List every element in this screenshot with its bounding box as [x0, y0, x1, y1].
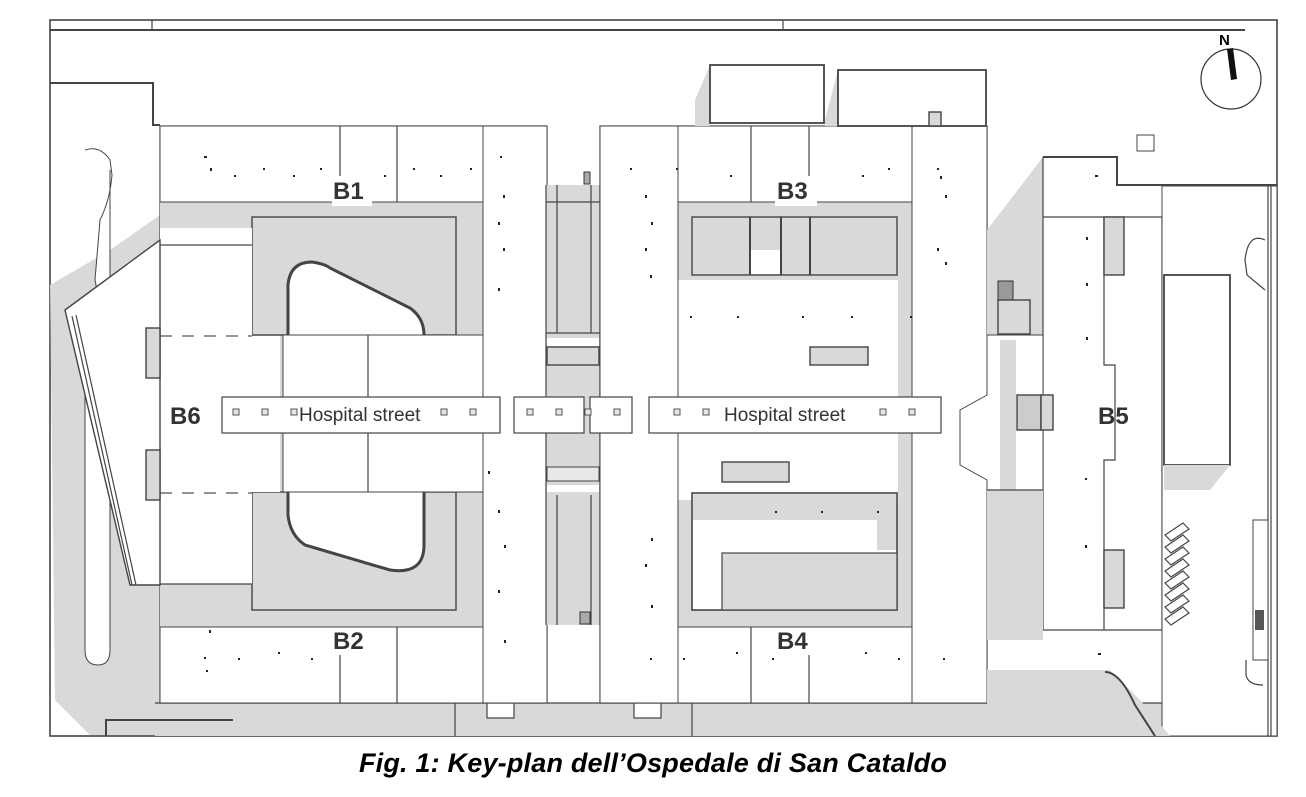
b6-wing — [64, 238, 161, 586]
b4-garden — [721, 552, 898, 611]
b5-wing — [959, 156, 1278, 737]
structural-columns — [204, 156, 1101, 672]
hospital-street-label-west: Hospital street — [299, 405, 421, 426]
b2-courtyard-path — [286, 492, 426, 573]
label-b5: B5 — [1098, 403, 1129, 430]
north-annex — [695, 64, 1155, 152]
hospital-street-label-east: Hospital street — [724, 405, 846, 426]
hospital-key-plan: B1 B2 B3 B4 B5 B6 Hospital street Hospit… — [49, 19, 1278, 737]
label-b6: B6 — [170, 403, 201, 430]
north-arrow-icon: N — [1200, 32, 1262, 110]
north-label: N — [1219, 32, 1230, 49]
b3-inner-rooms — [691, 216, 898, 276]
stair-icon — [579, 171, 591, 625]
label-b4: B4 — [777, 628, 808, 655]
label-b2: B2 — [333, 628, 364, 655]
street-columns — [232, 408, 916, 416]
label-b1: B1 — [333, 178, 364, 205]
block-labels: B1 B2 B3 B4 B5 B6 — [170, 176, 1129, 655]
figure-caption: Fig. 1: Key-plan dell’Ospedale di San Ca… — [358, 748, 948, 778]
hospital-street-spine — [221, 396, 942, 434]
label-b3: B3 — [777, 178, 808, 205]
